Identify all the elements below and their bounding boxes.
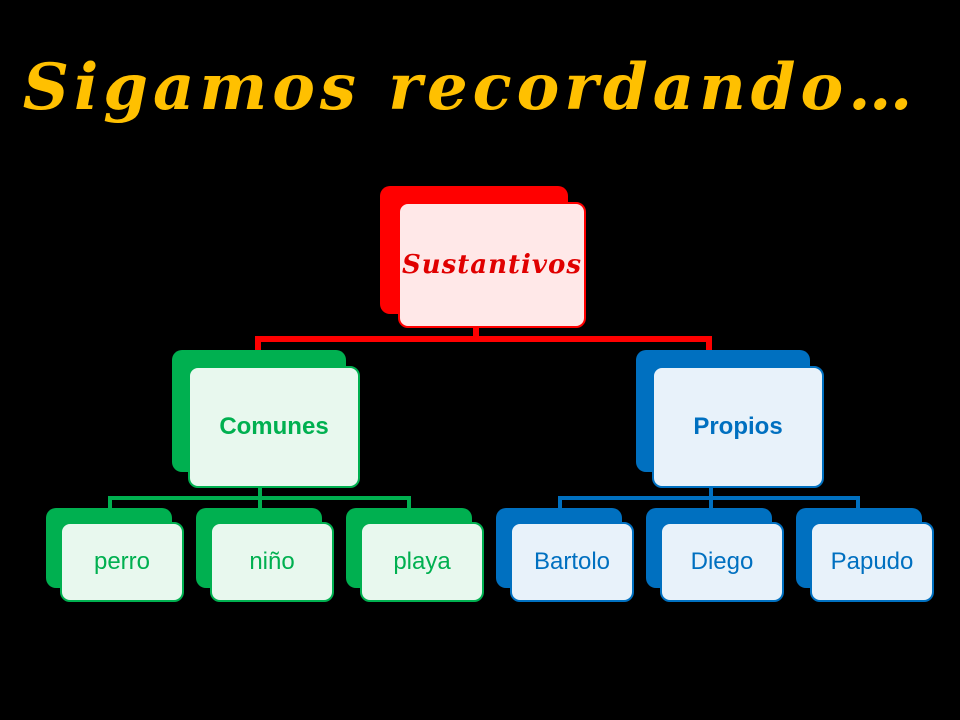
leaf-nino-label: niño (210, 522, 334, 602)
leaf-papudo-label: Papudo (810, 522, 934, 602)
leaf-playa-label: playa (360, 522, 484, 602)
leaf-perro-label: perro (60, 522, 184, 602)
root-connector (255, 328, 712, 354)
leaf-bartolo-label: Bartolo (510, 522, 634, 602)
node-sustantivos-label: Sustantivos (398, 202, 586, 328)
slide-title: Sigamos recordando… (22, 50, 918, 125)
node-propios-label: Propios (652, 366, 824, 488)
node-comunes-label: Comunes (188, 366, 360, 488)
leaf-diego-label: Diego (660, 522, 784, 602)
